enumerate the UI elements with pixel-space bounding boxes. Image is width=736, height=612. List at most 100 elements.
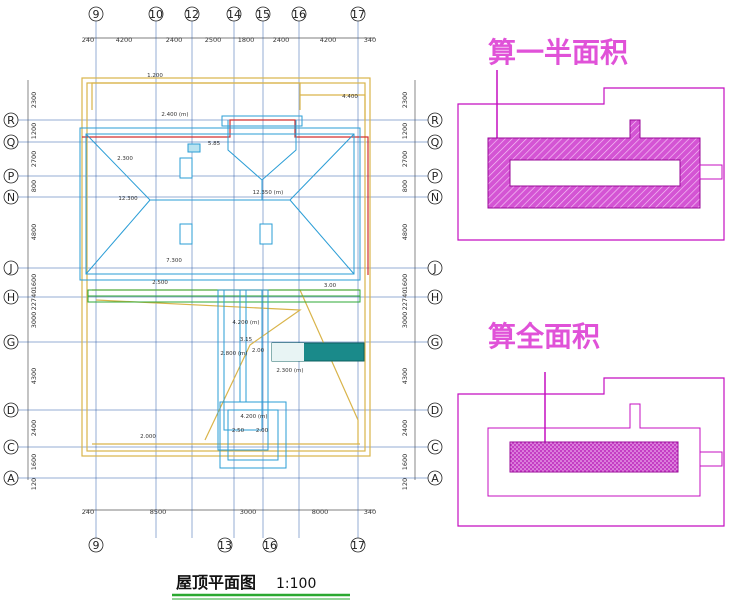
roof-hip-lines: [79, 115, 361, 281]
right-dims-item: 2300: [401, 92, 409, 109]
grid-tag-left-Q-label: Q: [7, 136, 16, 149]
outer-wall-lines: [81, 77, 371, 457]
right-dims-item: 1600: [401, 454, 409, 471]
grid-tag-top-15-label: 15: [256, 8, 270, 21]
right-dims-item: 120: [401, 478, 409, 490]
grid-tag-left-D-label: D: [7, 404, 15, 417]
full-area-title: 算全面积: [488, 320, 600, 353]
room-label: 2.500: [152, 280, 168, 286]
room-label: 2.00: [252, 348, 265, 354]
grid-tag-top-9: 9: [88, 6, 104, 22]
grid-tag-top-15: 15: [255, 6, 271, 22]
room-label: 4.200 (m): [232, 320, 259, 326]
left-dims-item: 2400: [30, 420, 38, 437]
right-dims-item: 4300: [401, 368, 409, 385]
grid-tag-left-R: R: [3, 112, 19, 128]
left-dims-item: 2700: [30, 151, 38, 168]
left-dims-item: 22740: [30, 290, 38, 311]
grid-tag-right-J-label: J: [432, 262, 436, 275]
room-label: 2.400 (m): [161, 112, 188, 118]
right-dims-item: 1200: [401, 123, 409, 140]
grid-tag-right-R-label: R: [431, 114, 439, 127]
grid-tag-right-J: J: [427, 260, 443, 276]
top-dim: 340: [364, 36, 376, 44]
room-label: 3.15: [240, 337, 253, 343]
room-label: 1.200: [147, 73, 163, 79]
grid-tag-left-D: D: [3, 402, 19, 418]
left-dims-item: 800: [30, 180, 38, 192]
grid-tag-bottom-13: 13: [217, 537, 233, 553]
grid-tag-right-G: G: [427, 334, 443, 350]
caption-scale: 1:100: [276, 576, 316, 592]
right-dims-item: 22740: [401, 290, 409, 311]
room-label: 7.300: [166, 258, 182, 264]
grid-tag-right-N: N: [427, 189, 443, 205]
grid-tag-left-N-label: N: [7, 191, 15, 204]
grid-tag-left-G: G: [3, 334, 19, 350]
right-dims-item: 1600: [401, 274, 409, 291]
top-dim: 240: [82, 36, 94, 44]
grid-tag-top-14: 14: [226, 6, 242, 22]
grid-tag-top-17-label: 17: [351, 8, 365, 21]
grid-tag-right-P-label: P: [432, 170, 439, 183]
grid-tag-right-D: D: [427, 402, 443, 418]
outer-boundary: [457, 87, 725, 241]
room-label: 2.300: [117, 156, 133, 162]
top-dim: 4200: [116, 36, 133, 44]
top-dim: 2400: [166, 36, 183, 44]
full-area-fill: [509, 441, 679, 473]
grid-tag-left-N: N: [3, 189, 19, 205]
half-area-hatch: [487, 119, 701, 209]
bottom-dim: 240: [82, 508, 94, 516]
grid-tag-left-Q: Q: [3, 134, 19, 150]
room-label: 2.000: [140, 434, 156, 440]
room-label: 2.300 (m): [276, 368, 303, 374]
grid-tag-left-J-label: J: [8, 262, 12, 275]
grid-tag-left-A: A: [3, 470, 19, 486]
top-dim: 1800: [238, 36, 255, 44]
left-dims-item: 1600: [30, 274, 38, 291]
stair-shaft: [217, 289, 287, 469]
grid-tag-bottom-17: 17: [350, 537, 366, 553]
right-dims-item: 4800: [401, 224, 409, 241]
bottom-dim: 8000: [312, 508, 329, 516]
grid-tag-right-Q: Q: [427, 134, 443, 150]
right-dims-item: 3000: [401, 312, 409, 329]
grid-tag-top-12: 12: [184, 6, 200, 22]
grid-tag-left-C-label: C: [7, 441, 15, 454]
grid-tag-bottom-17-label: 17: [351, 539, 365, 552]
grid-tag-right-P: P: [427, 168, 443, 184]
grid-tag-top-12-label: 12: [185, 8, 199, 21]
wall-boundary: [487, 403, 701, 497]
left-dims-item: 3000: [30, 312, 38, 329]
grid-tag-right-D-label: D: [431, 404, 439, 417]
grid-tag-top-10-label: 10: [149, 8, 163, 21]
room-label: 2.50: [232, 428, 245, 434]
top-dim: 4200: [320, 36, 337, 44]
legend-full-area: 算全面积: [457, 320, 725, 527]
grid-tag-right-C: C: [427, 439, 443, 455]
grid-tag-top-17: 17: [350, 6, 366, 22]
room-label: 2.00: [256, 428, 269, 434]
room-label: 4.200 (m): [240, 414, 267, 420]
grid-tag-right-R: R: [427, 112, 443, 128]
bottom-dim: 3000: [240, 508, 257, 516]
room-label: 2.800 (m): [220, 351, 247, 357]
bottom-dim: 8500: [150, 508, 167, 516]
grid-tag-right-G-label: G: [431, 336, 440, 349]
top-dim: 2500: [205, 36, 222, 44]
right-dims-item: 2700: [401, 151, 409, 168]
grid-tag-bottom-9: 9: [88, 537, 104, 553]
left-dims-item: 1200: [30, 123, 38, 140]
right-dims-item: 800: [401, 180, 409, 192]
left-dims-item: 4300: [30, 368, 38, 385]
skylights: [179, 143, 273, 245]
grid-tag-left-C: C: [3, 439, 19, 455]
room-label: 3.00: [324, 283, 337, 289]
grid-tag-top-10: 10: [148, 6, 164, 22]
grid-tag-top-16-label: 16: [292, 8, 306, 21]
grid-tag-left-H-label: H: [7, 291, 15, 304]
